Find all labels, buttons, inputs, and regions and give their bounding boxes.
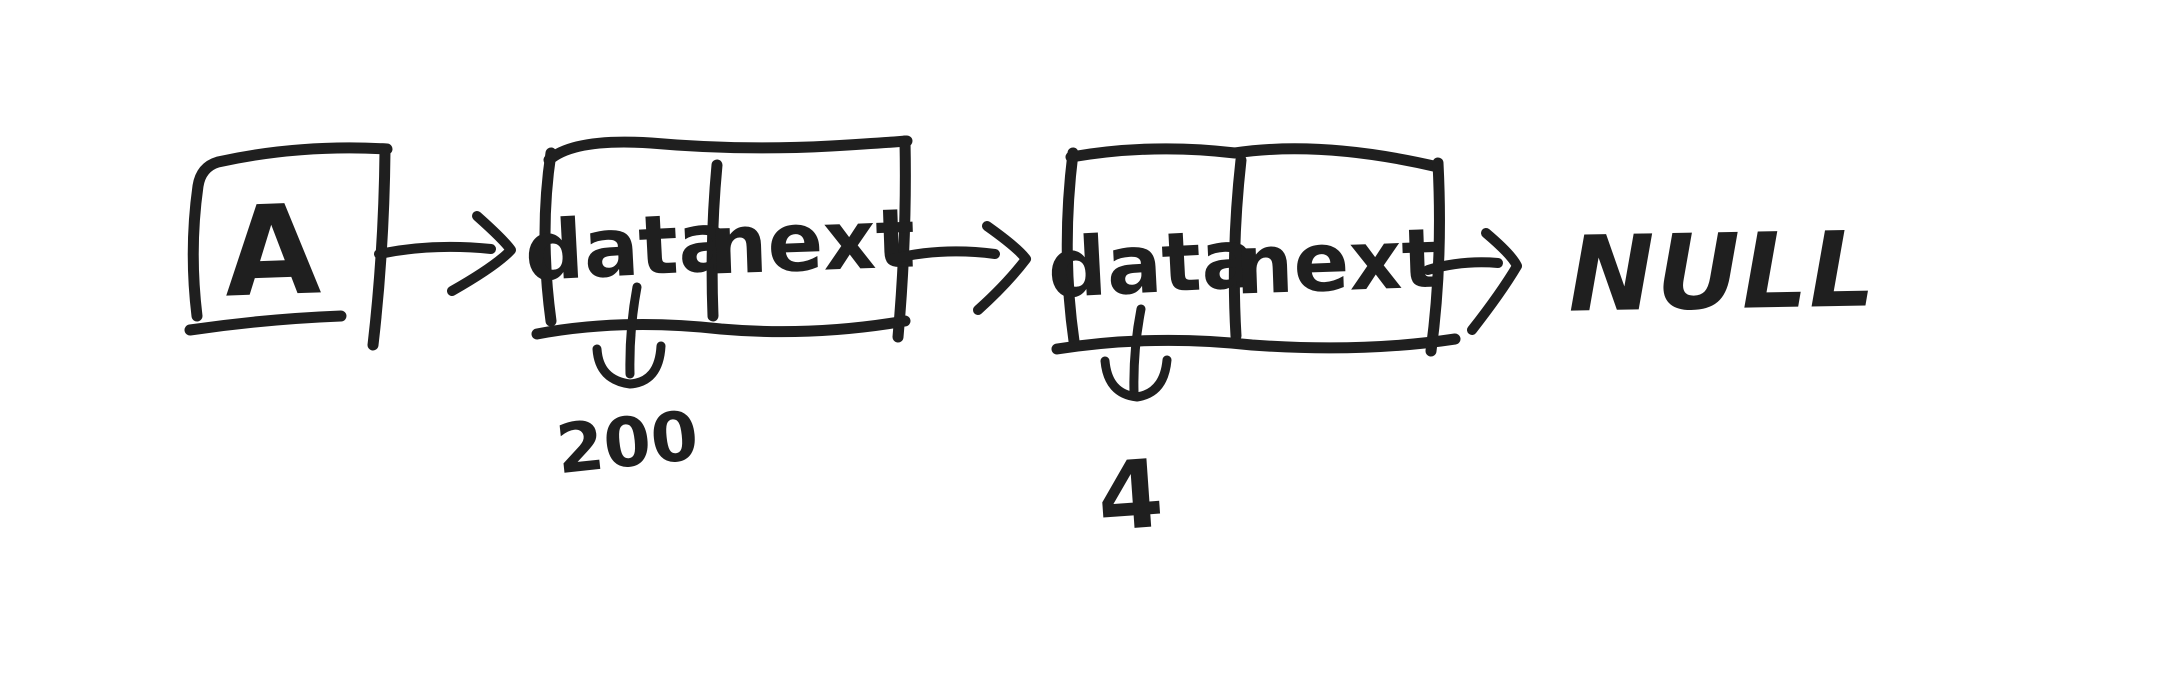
list-node-2: data next 4 xyxy=(1045,143,1461,553)
arrow-right-line xyxy=(374,241,496,259)
node-box-left xyxy=(1061,147,1080,347)
head-node-label: A xyxy=(222,178,323,325)
node-data-label: data xyxy=(522,195,735,301)
arrow-right-icon xyxy=(1467,228,1522,335)
edge-head-to-node1 xyxy=(374,211,516,296)
head-node-box-bottom xyxy=(184,310,347,336)
node-box-right xyxy=(1425,157,1445,357)
node-box-left xyxy=(539,147,557,327)
arrow-down-icon xyxy=(592,341,666,389)
node-cell-divider xyxy=(1228,154,1247,342)
list-node-1: data next 200 xyxy=(522,135,917,490)
node-cell-divider xyxy=(706,159,723,322)
null-terminator-label: NULL xyxy=(1567,208,1877,335)
arrow-down-line xyxy=(625,282,642,379)
arrow-right-line xyxy=(1423,257,1503,275)
node-box-bottom xyxy=(531,315,911,340)
arrow-right-line xyxy=(888,246,1000,264)
node-data-label: data xyxy=(1045,212,1258,318)
head-node-box-right xyxy=(367,145,391,351)
arrow-right-icon xyxy=(973,221,1031,315)
node-next-label: next xyxy=(1233,211,1442,313)
node-next-label: next xyxy=(707,191,916,293)
node-box-top xyxy=(543,135,913,166)
arrow-down-line xyxy=(1129,304,1146,397)
arrow-down-icon xyxy=(1100,355,1172,402)
node-box-right xyxy=(892,135,911,343)
node-data-value: 200 xyxy=(553,397,702,490)
edge-node1-to-node2 xyxy=(888,221,1031,315)
node-data-value: 4 xyxy=(1094,440,1167,553)
head-node-box-top-left xyxy=(187,142,393,322)
edge-node2-to-null xyxy=(1423,228,1522,335)
node-box-top xyxy=(1065,143,1444,173)
node-box-bottom xyxy=(1051,333,1461,355)
arrow-right-icon xyxy=(447,211,516,296)
head-node: A xyxy=(184,142,393,351)
